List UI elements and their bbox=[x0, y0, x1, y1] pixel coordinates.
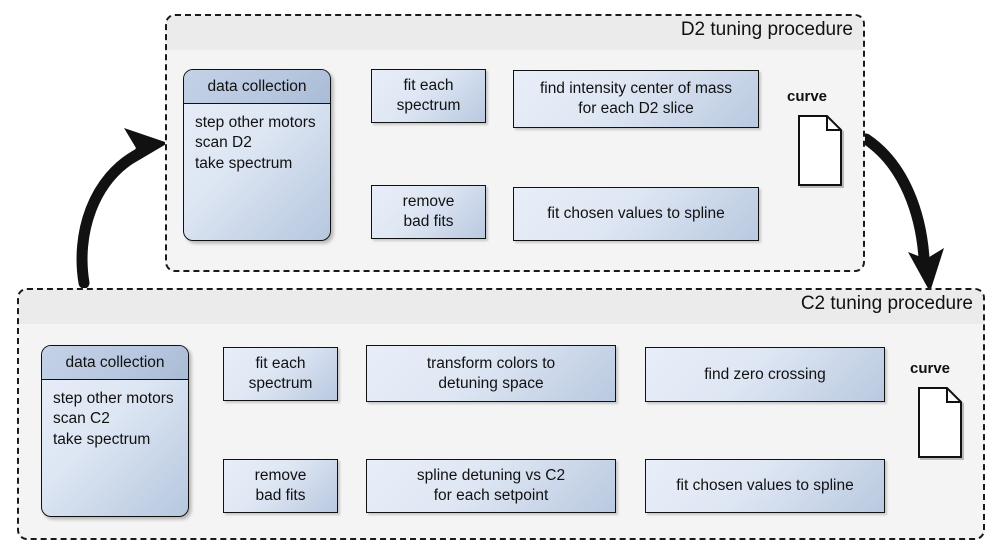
connector-d2-to-c2-icon bbox=[860, 133, 944, 292]
c2-step-fit-chosen-values-to-spline[interactable]: fit chosen values to spline bbox=[645, 459, 885, 513]
d2-step-remove-bad-fits[interactable]: remove bad fits bbox=[371, 185, 486, 239]
d2-step-find-intensity-center-of-mass[interactable]: find intensity center of mass for each D… bbox=[513, 70, 759, 128]
d2-data-collection-box[interactable]: data collection step other motors scan D… bbox=[183, 69, 331, 241]
c2-step-remove-bad-fits[interactable]: remove bad fits bbox=[223, 459, 338, 513]
d2-titlebar bbox=[167, 16, 863, 50]
d2-step-fit-each-spectrum[interactable]: fit each spectrum bbox=[371, 69, 486, 123]
d2-step-remove-bad-fits-label: remove bad fits bbox=[402, 193, 455, 230]
c2-step-fit-each-spectrum[interactable]: fit each spectrum bbox=[223, 347, 338, 401]
c2-data-collection-header: data collection bbox=[42, 346, 188, 380]
d2-data-collection-body: step other motors scan D2 take spectrum bbox=[195, 114, 316, 172]
connector-c2-to-d2-icon bbox=[76, 128, 168, 289]
c2-titlebar bbox=[19, 290, 983, 324]
d2-step-fit-chosen-values-to-spline-label: fit chosen values to spline bbox=[547, 205, 725, 223]
c2-step-transform-colors-to-detuning-space[interactable]: transform colors to detuning space bbox=[366, 345, 616, 402]
c2-output-curve-label: curve bbox=[910, 360, 951, 377]
d2-output-curve-label: curve bbox=[787, 88, 828, 105]
c2-output-document-icon bbox=[918, 387, 964, 460]
c2-step-fit-chosen-values-to-spline-label: fit chosen values to spline bbox=[676, 477, 854, 495]
c2-step-spline-detuning-vs-c2-label: spline detuning vs C2 for each setpoint bbox=[416, 467, 566, 504]
c2-title: C2 tuning procedure bbox=[800, 293, 973, 314]
c2-data-collection-box[interactable]: data collection step other motors scan C… bbox=[41, 345, 189, 517]
d2-step-fit-each-spectrum-label: fit each spectrum bbox=[396, 77, 461, 114]
d2-step-fit-chosen-values-to-spline[interactable]: fit chosen values to spline bbox=[513, 187, 759, 241]
c2-step-find-zero-crossing-label: find zero crossing bbox=[704, 365, 826, 383]
d2-data-collection-header: data collection bbox=[184, 70, 330, 104]
c2-step-find-zero-crossing[interactable]: find zero crossing bbox=[645, 347, 885, 402]
c2-step-spline-detuning-vs-c2[interactable]: spline detuning vs C2 for each setpoint bbox=[366, 459, 616, 513]
c2-step-remove-bad-fits-label: remove bad fits bbox=[254, 467, 307, 504]
d2-output-document-icon bbox=[798, 115, 844, 188]
c2-step-transform-colors-to-detuning-space-label: transform colors to detuning space bbox=[426, 354, 556, 392]
c2-data-collection-body: step other motors scan C2 take spectrum bbox=[53, 390, 174, 448]
c2-step-fit-each-spectrum-label: fit each spectrum bbox=[248, 355, 313, 392]
d2-title: D2 tuning procedure bbox=[680, 19, 853, 40]
d2-step-find-intensity-center-of-mass-label: find intensity center of mass for each D… bbox=[539, 80, 733, 117]
